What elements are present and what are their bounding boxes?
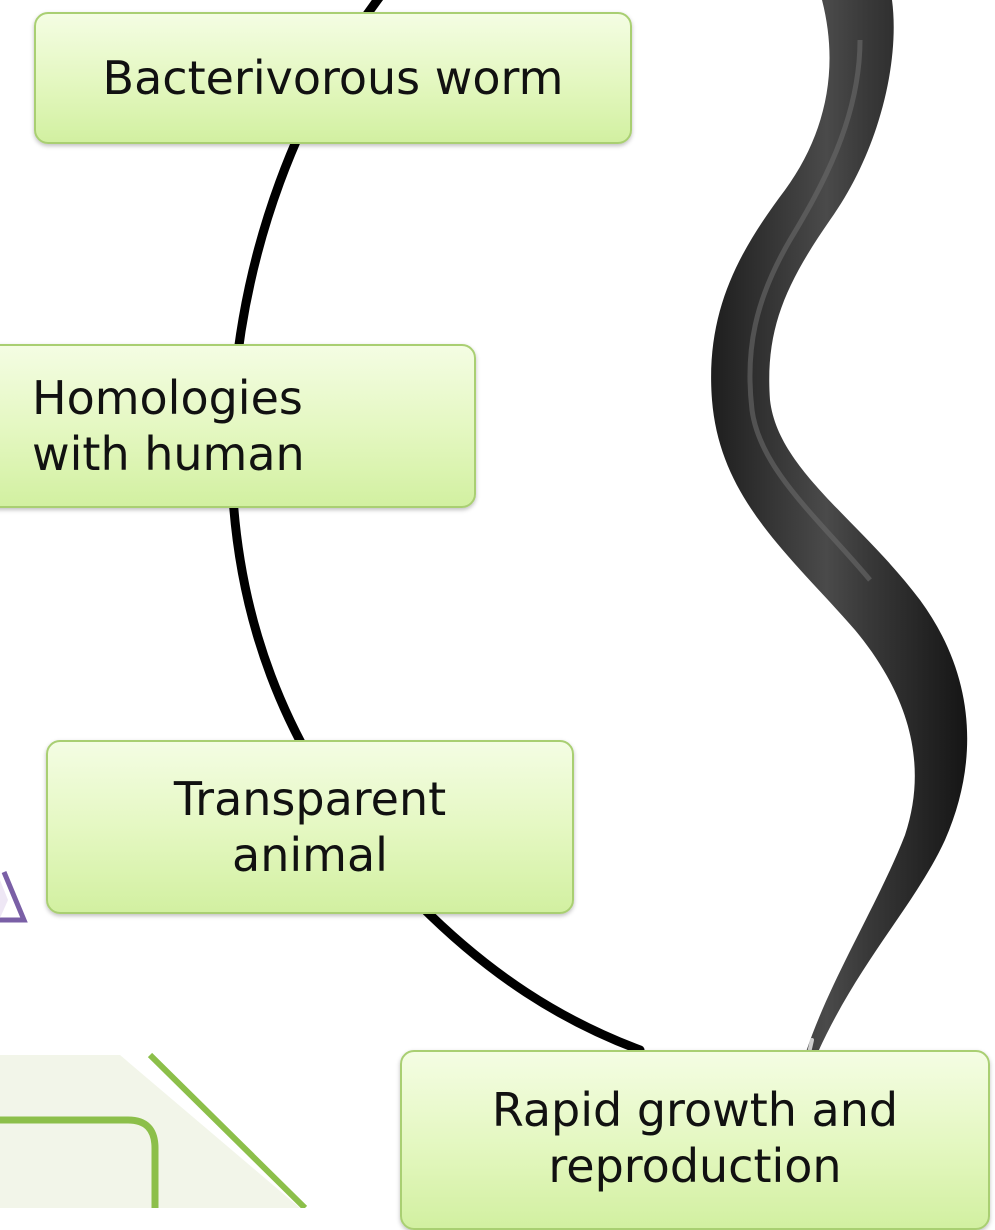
label-rapid-growth: Rapid growth and reproduction (400, 1050, 990, 1230)
worm-body (711, 0, 967, 1052)
worm-illustration (711, 0, 967, 1066)
label-homologies-with-human: Homologies with human (0, 344, 476, 508)
purple-partial-shape (0, 872, 24, 920)
label-transparent-animal: Transparent animal (46, 740, 574, 914)
label-bacterivorous-worm: Bacterivorous worm (34, 12, 632, 144)
lower-left-panel (0, 1055, 305, 1208)
